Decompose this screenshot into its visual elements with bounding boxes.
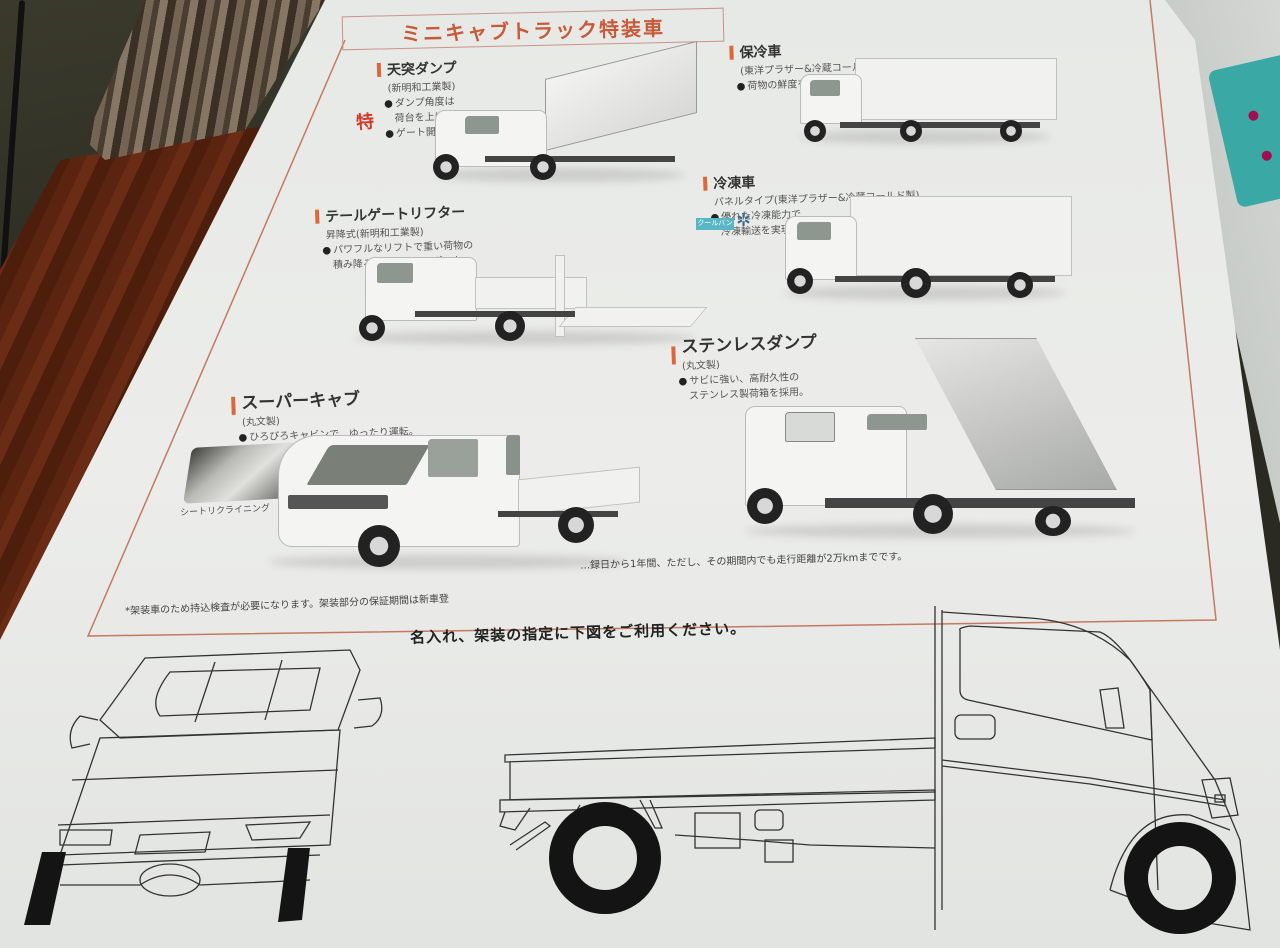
accent-bar xyxy=(671,346,676,365)
section-title: ミニキャブトラック特装車 xyxy=(400,15,666,46)
insulated-van-truck-photo xyxy=(800,58,1060,144)
accent-bar xyxy=(315,209,320,224)
special-badge: 特 xyxy=(355,111,376,134)
snowflake-icon: ✲ xyxy=(736,210,752,231)
tentsuki-dump-truck-photo xyxy=(425,41,705,182)
accent-bar xyxy=(376,62,382,78)
accent-bar xyxy=(703,176,708,191)
accent-bar xyxy=(729,45,734,60)
truck-front-line-drawing xyxy=(24,649,383,925)
super-cab-truck-photo xyxy=(268,425,648,575)
tailgate-lifter-truck-photo xyxy=(355,245,708,345)
truck-side-line-drawing xyxy=(499,606,1251,934)
cool-van-badge: クールバン xyxy=(696,218,734,230)
stainless-dump-truck-photo xyxy=(745,328,1145,543)
freezer-van-truck-photo xyxy=(785,196,1075,301)
accent-bar xyxy=(231,396,236,415)
